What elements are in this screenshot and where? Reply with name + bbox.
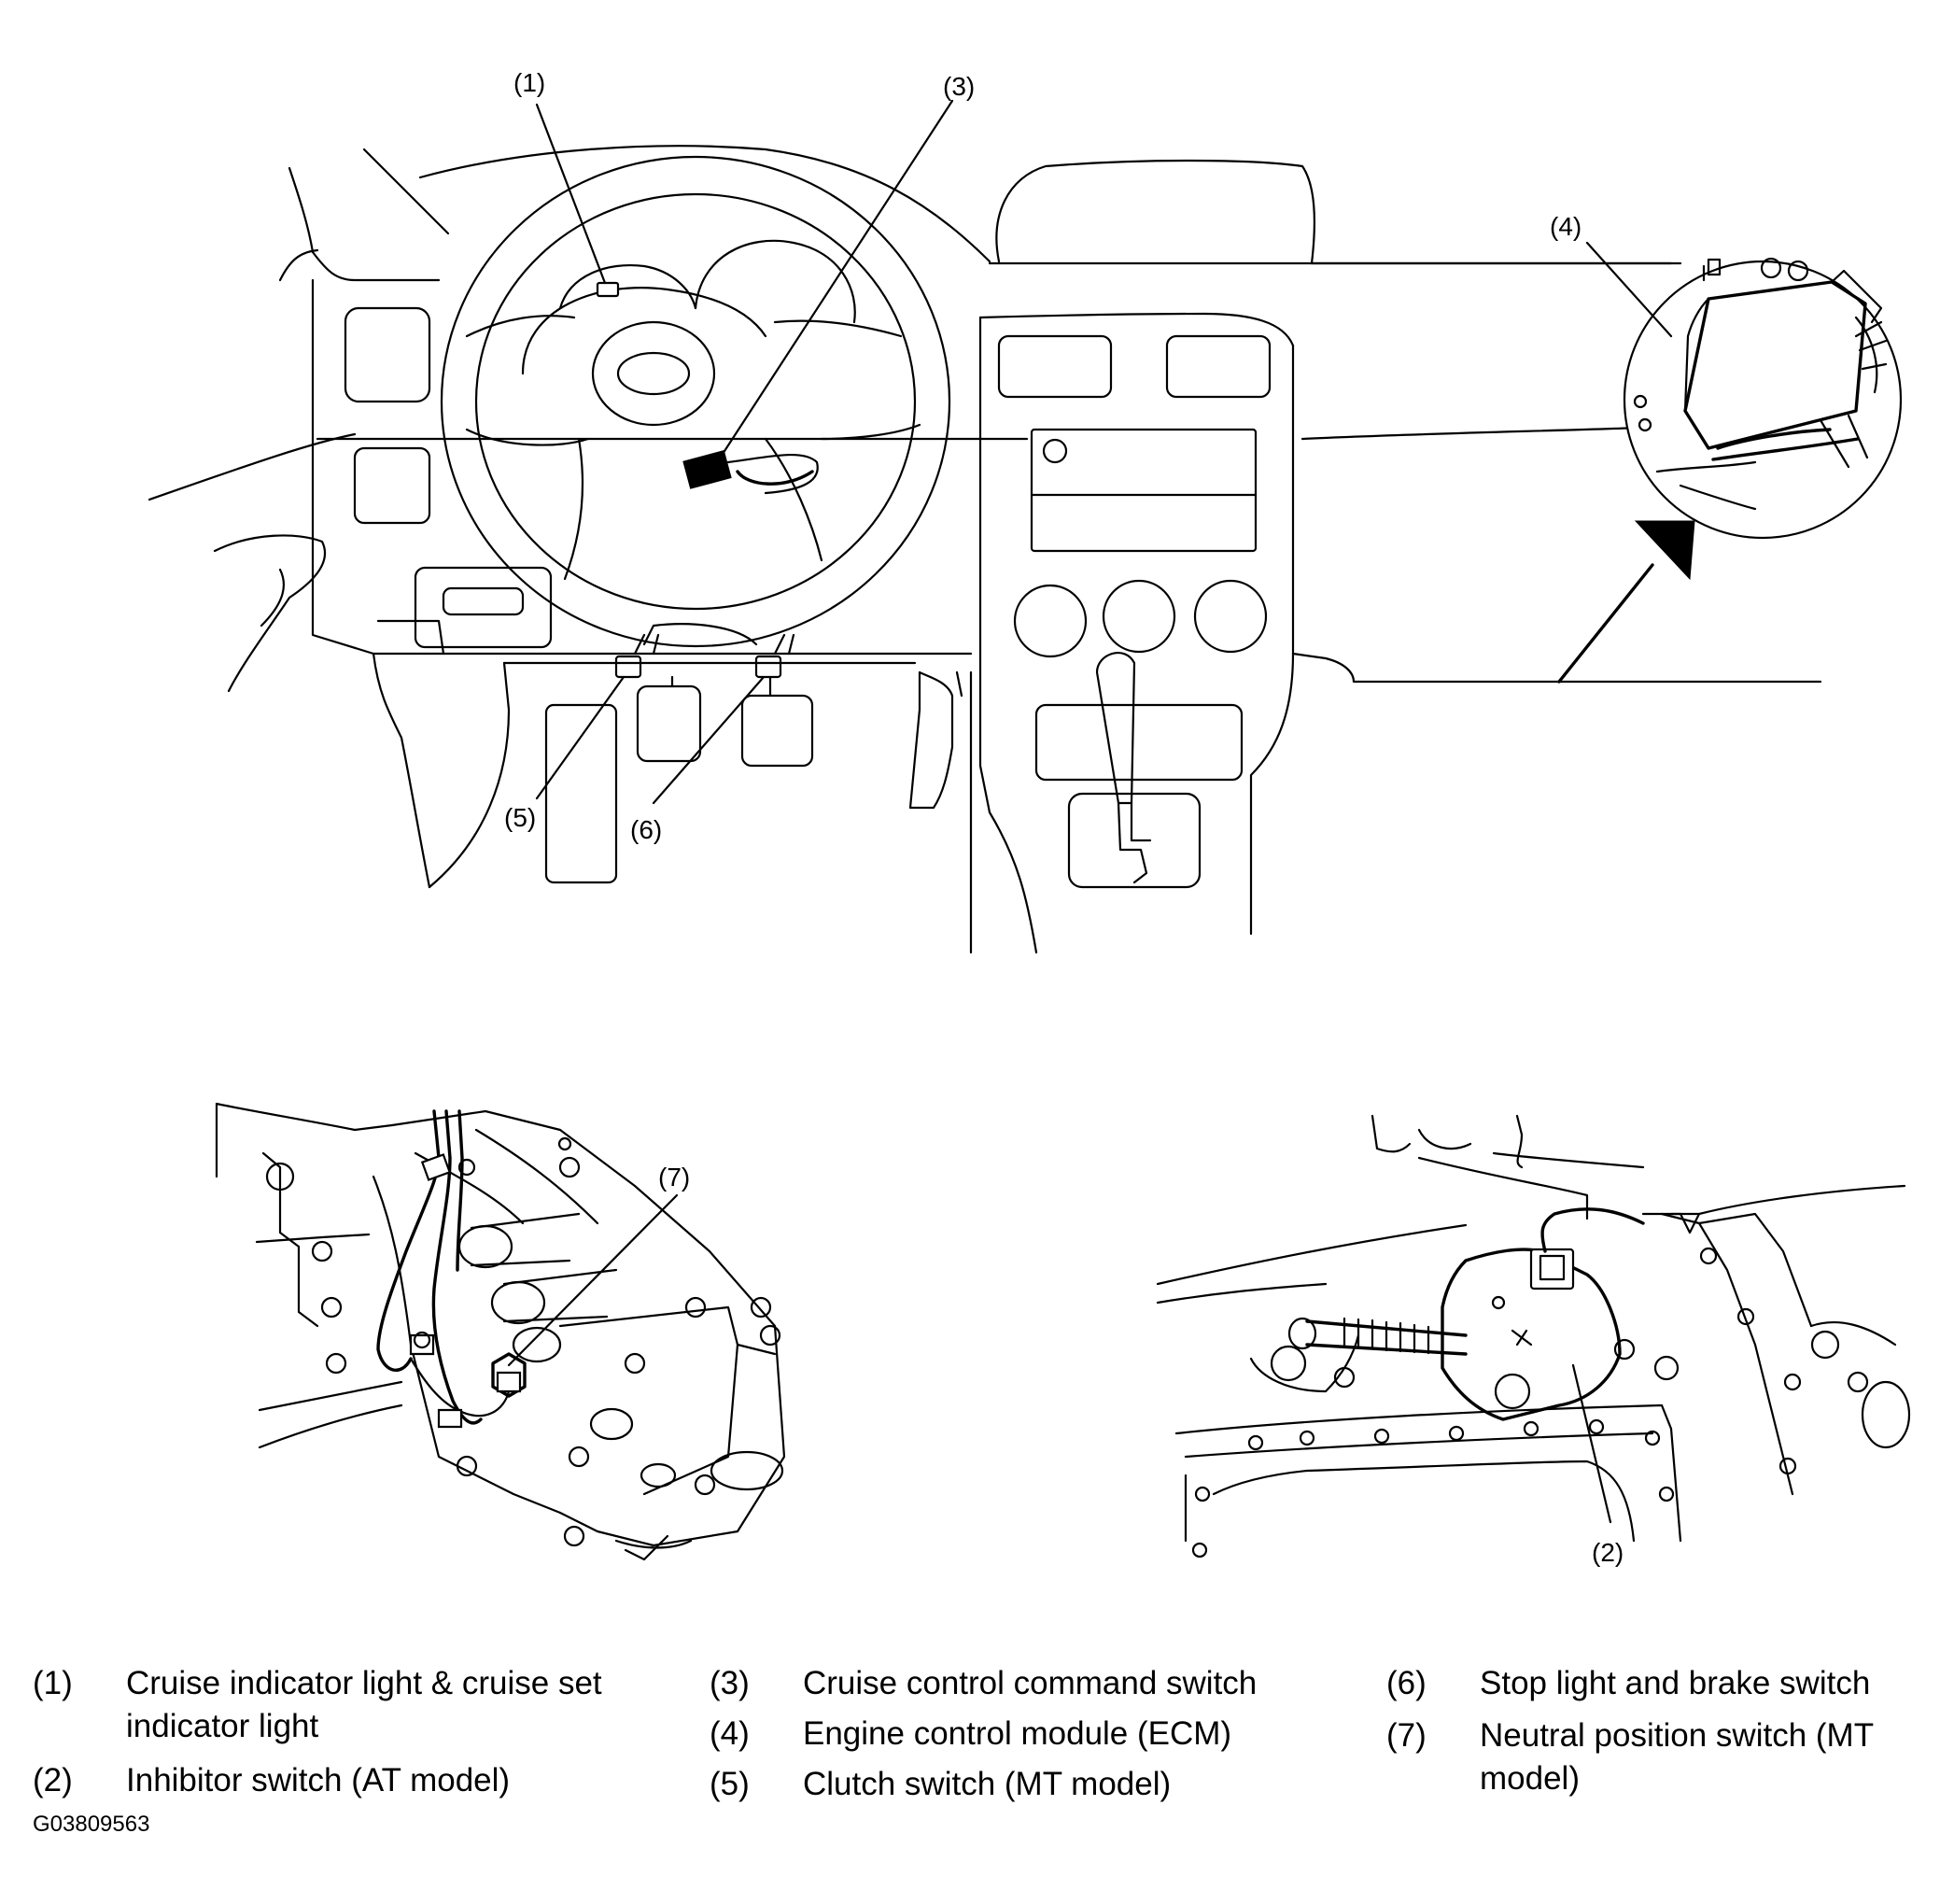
callout-4: (4) [1550, 212, 1582, 241]
legend-text: Engine control module (ECM) [803, 1715, 1232, 1752]
legend-num: (5) [710, 1766, 750, 1802]
legend-num: (2) [33, 1762, 73, 1798]
legend-num: (3) [710, 1665, 750, 1701]
component-location-illustration: (1) (3) (4) (5) (6) (7) (2) [0, 68, 1940, 1567]
ecm-detail [1624, 259, 1901, 538]
bolt-group [457, 1138, 780, 1545]
legend: (1) Cruise indicator light & cruise set … [33, 1662, 1909, 1802]
mt-transmission-view [217, 1104, 784, 1559]
legend-text: Clutch switch (MT model) [803, 1766, 1172, 1802]
dashboard-view [149, 146, 1901, 952]
callout-2: (2) [1592, 1538, 1624, 1567]
callout-6: (6) [630, 815, 662, 844]
legend-text: Neutral position switch (MT model) [1480, 1717, 1874, 1797]
legend-num: (1) [33, 1665, 73, 1701]
leader-lines [509, 101, 1671, 1522]
figure-code: G03809563 [33, 1812, 150, 1837]
callout-1: (1) [513, 68, 545, 97]
legend-num: (7) [1386, 1717, 1427, 1754]
legend-num: (4) [710, 1715, 750, 1752]
at-transmission-view [1158, 1116, 1909, 1557]
legend-num: (6) [1386, 1665, 1427, 1701]
legend-text: Cruise indicator light & cruise set indi… [126, 1665, 602, 1744]
cable-boot [1344, 1319, 1442, 1354]
callout-7: (7) [658, 1163, 690, 1192]
callout-5: (5) [504, 803, 536, 832]
legend-text: Cruise control command switch [803, 1665, 1258, 1701]
legend-text: Inhibitor switch (AT model) [126, 1762, 511, 1798]
legend-text: Stop light and brake switch [1480, 1665, 1871, 1701]
callout-3: (3) [943, 72, 975, 101]
pan-bolts [1193, 1420, 1673, 1557]
